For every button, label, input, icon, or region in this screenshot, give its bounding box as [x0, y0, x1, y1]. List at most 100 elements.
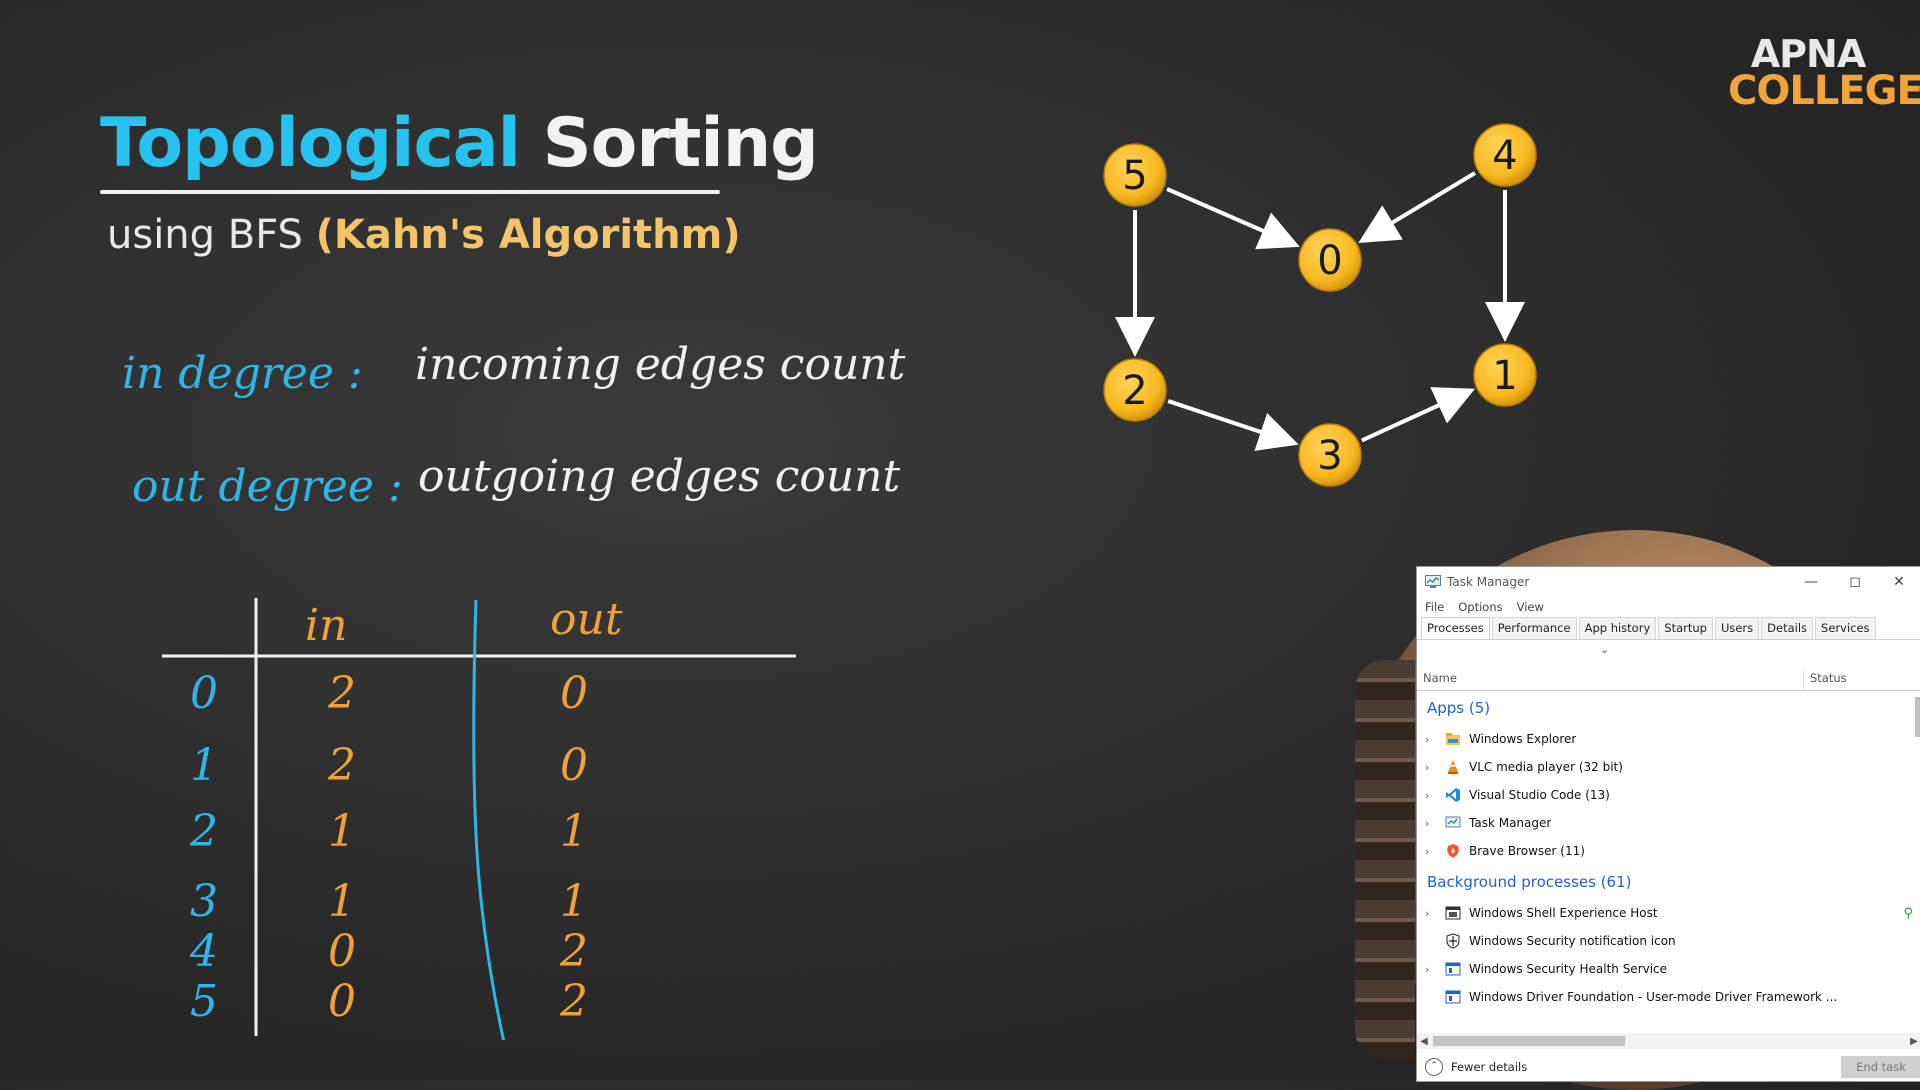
- graph-nodes: 5 4 0 2 1 3: [1103, 123, 1537, 487]
- chevron-down-icon[interactable]: ⌄: [1600, 643, 1610, 656]
- task-manager-window[interactable]: Task Manager — ◻ ✕ File Options View Pro…: [1416, 566, 1920, 1082]
- table-in-cell: 1: [328, 876, 356, 927]
- graph-node-label: 1: [1492, 353, 1517, 399]
- scroll-left-icon[interactable]: ◀: [1420, 1035, 1428, 1047]
- graph-node-label: 0: [1317, 238, 1342, 284]
- menu-file[interactable]: File: [1425, 600, 1445, 614]
- list-item[interactable]: Windows Driver Foundation - User-mode Dr…: [1417, 983, 1920, 1011]
- process-table-header: Name Status: [1417, 664, 1920, 691]
- close-icon[interactable]: ✕: [1893, 574, 1905, 590]
- tab-services[interactable]: Services: [1815, 617, 1876, 639]
- table-node-cell: 1: [190, 740, 218, 791]
- chevron-right-icon[interactable]: ›: [1425, 844, 1430, 858]
- table-node-cell: 3: [190, 876, 218, 927]
- tab-startup[interactable]: Startup: [1658, 617, 1713, 639]
- title-sorting: Sorting: [542, 104, 819, 183]
- window-icon: [1445, 906, 1461, 920]
- apps-group-header: Apps (5): [1427, 699, 1491, 717]
- graph-node-label: 4: [1492, 133, 1517, 179]
- chevron-right-icon[interactable]: ›: [1425, 760, 1430, 774]
- horizontal-scrollbar[interactable]: ◀ ▶: [1417, 1033, 1920, 1049]
- task-manager-menu: File Options View: [1417, 597, 1920, 617]
- logo-line-1: APNA: [1750, 32, 1866, 76]
- process-name: VLC media player (32 bit): [1469, 760, 1623, 774]
- list-item[interactable]: › Visual Studio Code (13): [1417, 781, 1920, 809]
- minimize-icon[interactable]: —: [1804, 574, 1818, 590]
- task-manager-footer: ⌃ Fewer details End task: [1417, 1053, 1920, 1081]
- column-status[interactable]: Status: [1810, 671, 1847, 685]
- apps-list: › Windows Explorer › VLC media player (3…: [1417, 725, 1920, 865]
- list-item[interactable]: › Windows Shell Experience Host ⚲: [1417, 899, 1920, 927]
- tab-processes[interactable]: Processes: [1421, 617, 1490, 639]
- task-manager-titlebar[interactable]: Task Manager — ◻ ✕: [1417, 567, 1920, 597]
- graph-node: [1473, 343, 1537, 407]
- process-name: Windows Explorer: [1469, 732, 1577, 746]
- graph-edge: [1167, 399, 1299, 451]
- scrollbar-thumb[interactable]: [1433, 1036, 1625, 1046]
- task-manager-title: Task Manager: [1447, 575, 1530, 589]
- menu-options[interactable]: Options: [1458, 600, 1503, 614]
- col-out-header: out: [550, 594, 623, 645]
- menu-view[interactable]: View: [1516, 600, 1544, 614]
- list-item[interactable]: Windows Security notification icon: [1417, 927, 1920, 955]
- table-out-cell: 2: [559, 976, 588, 1027]
- graph-node-label: 2: [1122, 368, 1147, 414]
- graph-edge: [1358, 171, 1477, 244]
- tab-details[interactable]: Details: [1761, 617, 1814, 639]
- col-in-header: in: [305, 600, 347, 651]
- graph-node: [1473, 123, 1537, 187]
- process-name: Visual Studio Code (13): [1469, 788, 1610, 802]
- list-item[interactable]: › Windows Security Health Service: [1417, 955, 1920, 983]
- brave-icon: [1447, 844, 1459, 858]
- subtitle-highlight: (Kahn's Algorithm): [315, 212, 741, 258]
- subtitle-prefix: using BFS: [107, 212, 303, 258]
- scroll-right-icon[interactable]: ▶: [1910, 1035, 1918, 1047]
- tab-users[interactable]: Users: [1714, 617, 1760, 639]
- vscode-icon: [1446, 788, 1460, 802]
- tab-app-history[interactable]: App history: [1578, 617, 1657, 639]
- chevron-right-icon[interactable]: ›: [1425, 788, 1430, 802]
- background-processes-header: Background processes (61): [1427, 873, 1632, 891]
- graph-node: [1298, 228, 1362, 292]
- end-task-button[interactable]: End task: [1841, 1056, 1920, 1078]
- vertical-scrollbar[interactable]: [1915, 697, 1920, 737]
- table-out-cell: 0: [560, 668, 588, 719]
- graph-node-label: 3: [1317, 433, 1342, 479]
- shield-icon: [1446, 933, 1460, 949]
- table-node-cell: 4: [189, 926, 218, 977]
- graph-node: [1103, 358, 1167, 422]
- out-degree-text: outgoing edges count: [418, 451, 901, 502]
- folder-icon: [1446, 733, 1460, 745]
- chevron-right-icon[interactable]: ›: [1425, 732, 1430, 746]
- chevron-right-icon[interactable]: ›: [1425, 906, 1430, 920]
- tab-performance[interactable]: Performance: [1491, 617, 1577, 639]
- title-topological: Topological: [100, 104, 521, 183]
- out-degree-label: out degree :: [132, 461, 403, 512]
- subtitle: using BFS (Kahn's Algorithm): [107, 215, 741, 255]
- window-icon: [1445, 962, 1461, 976]
- fewer-details-button[interactable]: ⌃ Fewer details: [1417, 1058, 1527, 1076]
- vlc-icon: [1448, 760, 1458, 774]
- chevron-up-icon: ⌃: [1425, 1058, 1443, 1076]
- graph-node: [1103, 143, 1167, 207]
- list-item[interactable]: › Task Manager: [1417, 809, 1920, 837]
- process-name: Task Manager: [1469, 816, 1552, 830]
- list-item[interactable]: › Windows Explorer: [1417, 725, 1920, 753]
- table-out-cell: 1: [560, 876, 588, 927]
- task-manager-icon: [1445, 816, 1461, 828]
- page-title: Topological Sorting: [100, 110, 819, 178]
- maximize-icon[interactable]: ◻: [1849, 574, 1861, 590]
- table-in-out-divider: [472, 599, 506, 1040]
- table-node-cell: 5: [190, 976, 218, 1027]
- graph-node: [1298, 423, 1362, 487]
- graph-node-label: 5: [1122, 153, 1147, 199]
- list-item[interactable]: › VLC media player (32 bit): [1417, 753, 1920, 781]
- list-item[interactable]: › Brave Browser (11): [1417, 837, 1920, 865]
- column-name[interactable]: Name: [1417, 671, 1804, 690]
- chevron-right-icon[interactable]: ›: [1425, 816, 1430, 830]
- chevron-right-icon[interactable]: ›: [1425, 962, 1430, 976]
- fewer-details-label: Fewer details: [1451, 1060, 1528, 1074]
- graph-edges: [1115, 171, 1525, 451]
